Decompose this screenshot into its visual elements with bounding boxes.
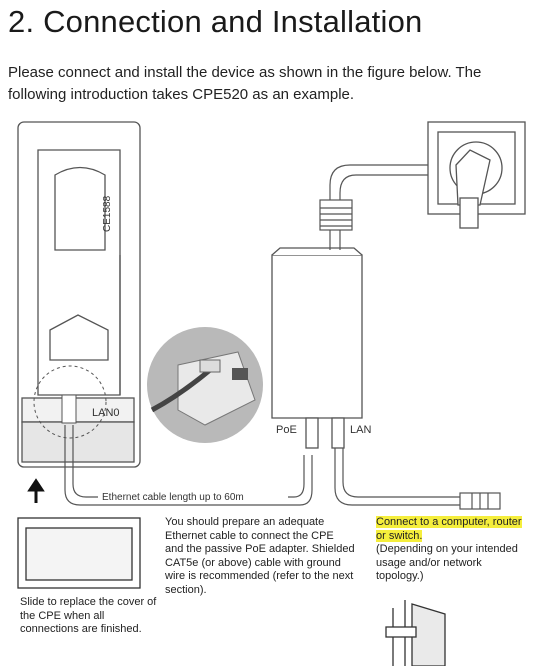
installation-diagram: CE1588 LAN0 Ethernet cable length up to … <box>17 121 526 666</box>
wall-socket <box>427 121 526 229</box>
cover-note: Slide to replace the cover of the CPE wh… <box>20 596 157 635</box>
lan0-plug <box>61 394 77 424</box>
cable-note: You should prepare an adequate Ethernet … <box>165 516 355 596</box>
lan0-port-label: LAN0 <box>92 407 120 419</box>
cpe-device <box>17 121 141 468</box>
connect-highlight: Connect to a computer, router or switch. <box>376 516 522 542</box>
poe-port-label: PoE <box>276 424 297 436</box>
cable-length-label: Ethernet cable length up to 60m <box>102 492 244 503</box>
section-title: 2. Connection and Installation <box>8 4 423 39</box>
lan-cable <box>334 448 501 510</box>
cpe-cover <box>17 517 141 589</box>
port-closeup-inset <box>147 327 263 443</box>
connect-detail: (Depending on your intended usage and/or… <box>376 543 518 582</box>
connect-note: Connect to a computer, router or switch.… <box>376 516 526 584</box>
intro-paragraph: Please connect and install the device as… <box>8 64 482 103</box>
cpe-marking-label: CE1588 <box>102 195 113 232</box>
lan0-port-highlight <box>33 365 107 439</box>
lan-port-label: LAN <box>350 424 371 436</box>
mount-bracket <box>385 600 446 666</box>
slide-arrow-icon <box>27 478 45 503</box>
poe-adapter <box>271 247 363 449</box>
